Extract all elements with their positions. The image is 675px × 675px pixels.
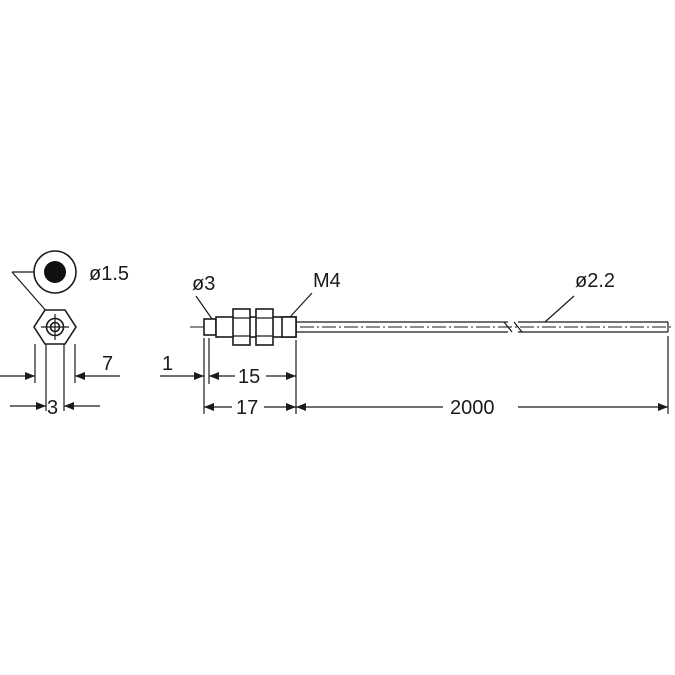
dim-15-arrow-left (209, 372, 219, 380)
dim-3-arrow-right (64, 402, 74, 410)
tip-diameter-leader (195, 295, 213, 320)
dim-3-arrow-left (36, 402, 46, 410)
dim-17-arrow-left (204, 403, 214, 411)
front-view: 7 3 ø1.5 (0, 250, 129, 419)
dim-3-label: 3 (47, 397, 58, 419)
lens-core (44, 261, 66, 283)
hex-nut-2 (255, 308, 274, 346)
dim-2000-arrow-left (296, 403, 306, 411)
cable-diameter-label: ø2.2 (575, 270, 615, 292)
dim-17-label: 17 (236, 397, 258, 419)
thread-leader (289, 292, 313, 318)
dim-2000-arrow-right (658, 403, 668, 411)
cable-break-1 (503, 321, 513, 333)
lens-diameter-label: ø1.5 (89, 263, 129, 285)
tip-diameter-label: ø3 (192, 273, 215, 295)
cable-diameter-leader (544, 295, 575, 323)
dim-7-arrow-left (25, 372, 35, 380)
dim-1-arrow (194, 372, 204, 380)
thread-label: M4 (313, 270, 341, 292)
dim-15-arrow-right (286, 372, 296, 380)
sensor-tip (203, 318, 217, 336)
dim-17-arrow-right (286, 403, 296, 411)
dim-7-arrow-right (75, 372, 85, 380)
cable-break-2 (513, 321, 523, 333)
hex-nut-1 (232, 308, 251, 346)
dim-15-label: 15 (238, 366, 260, 388)
dim-7-label: 7 (102, 353, 113, 375)
side-view: ø3 M4 ø2.2 1 15 17 2000 (160, 270, 672, 419)
dim-2000-label: 2000 (450, 397, 495, 419)
rear-body (281, 316, 297, 338)
dim-1-label: 1 (162, 353, 173, 375)
